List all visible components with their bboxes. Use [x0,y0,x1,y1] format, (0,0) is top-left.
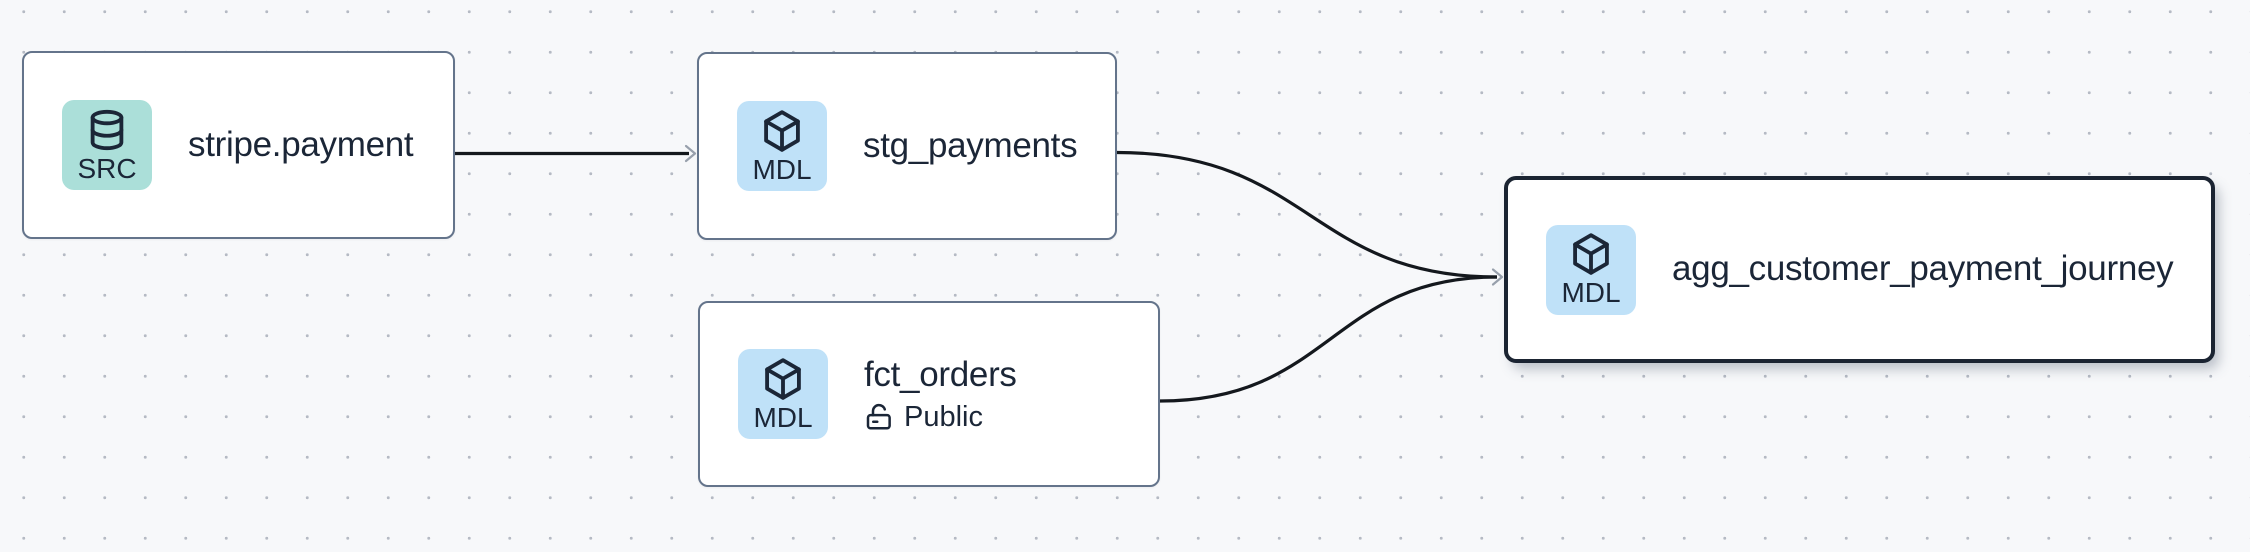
resource-type-label: MDL [753,401,813,433]
lineage-edge[interactable] [1116,150,1498,279]
node-text-block: agg_customer_payment_journey [1672,249,2174,289]
model-cube-icon [1573,233,1609,275]
node-access-row: Public [864,400,1017,433]
resource-type-label: MDL [1561,277,1621,309]
resource-type-badge: MDL [1546,224,1636,315]
unlock-icon [866,403,891,430]
model-cube-icon [764,110,800,152]
resource-type-badge: SRC [62,100,152,190]
node-title: fct_orders [864,355,1017,395]
lineage-node[interactable]: SRC stripe.payment [22,51,455,239]
lineage-node[interactable]: MDL fct_orders Public [698,301,1160,487]
resource-type-badge: MDL [738,349,828,439]
node-text-block: stripe.payment [188,124,414,165]
node-text-block: fct_orders Public [864,356,1017,432]
lineage-node[interactable]: MDL stg_payments [697,52,1117,240]
node-title: agg_customer_payment_journey [1672,249,2174,289]
edge-arrowhead-icon [684,144,697,163]
node-title: stg_payments [863,125,1078,165]
model-cube-icon [765,358,801,400]
lineage-edge[interactable] [1159,275,1498,403]
node-access-label: Public [904,400,983,433]
node-text-block: stg_payments [863,125,1078,166]
lineage-node[interactable]: MDL agg_customer_payment_journey [1504,176,2215,363]
node-title: stripe.payment [188,124,414,164]
resource-type-label: SRC [77,152,137,184]
edge-arrowhead-icon [1491,268,1504,286]
resource-type-badge: MDL [737,101,827,191]
database-icon [90,109,124,150]
resource-type-label: MDL [752,153,812,185]
